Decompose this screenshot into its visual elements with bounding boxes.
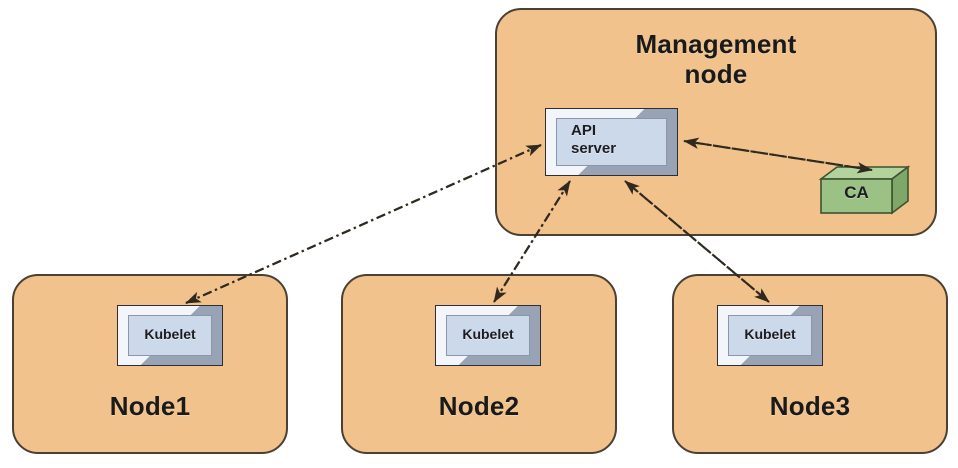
ca-box[interactable]: CA: [812, 165, 912, 219]
node3-kubelet-label: Kubelet: [744, 326, 796, 342]
node1-title: Node1: [109, 391, 191, 421]
node2-kubelet-box[interactable]: Kubelet: [435, 305, 541, 366]
api-server-face: [556, 118, 667, 166]
node2-kubelet-label: Kubelet: [462, 326, 514, 342]
node1-zone: Node1: [12, 274, 288, 454]
node3-kubelet-box[interactable]: Kubelet: [717, 305, 823, 366]
node1-kubelet-face: [128, 315, 212, 356]
node3-title: Node3: [769, 391, 851, 421]
api-server-label-line1: API: [571, 122, 597, 139]
node2-title: Node2: [438, 391, 520, 421]
node1-kubelet-label: Kubelet: [144, 326, 196, 342]
management-node-title-line2: node: [684, 58, 748, 89]
node1-kubelet-box[interactable]: Kubelet: [117, 305, 223, 366]
node3-kubelet-face: [728, 315, 812, 356]
management-node-title-line1: Management: [635, 29, 797, 59]
ca-box-svg: [818, 165, 911, 215]
ca-label: CA: [844, 183, 869, 202]
ca-box-front-face: [820, 178, 893, 214]
node2-kubelet-face: [446, 315, 530, 356]
api-server-label-line2: server: [571, 139, 617, 157]
